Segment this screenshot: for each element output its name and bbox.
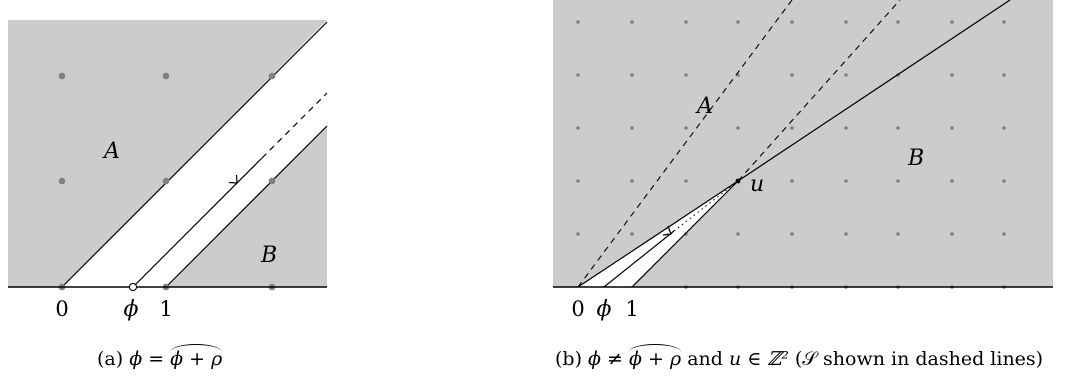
figure-b-arrow-icon: [662, 225, 672, 236]
figure-a-caption-tag: (a): [97, 348, 124, 370]
lattice-row: [576, 73, 1006, 77]
figure-a-region-b-label: B: [260, 243, 277, 268]
figure-b-caption-membership: u ∈ ℤ²: [728, 348, 789, 370]
figure-a-region-a-label: A: [102, 139, 120, 164]
figure-b-caption: (b) ϕ ≠ ϕ + ρ and u ∈ ℤ² (𝒮 shown in das…: [555, 344, 1043, 370]
figure-b-caption-connector: and: [687, 348, 723, 370]
lattice-point: [58, 72, 66, 80]
figure-b-tick-1: 1: [625, 297, 638, 321]
figure-b: A B u 0 ϕ 1: [553, 0, 1053, 322]
figure-canvas: A B 0 ϕ 1: [8, 0, 1053, 322]
lattice-point: [162, 72, 170, 80]
figure-b-caption-note: (𝒮 shown in dashed lines): [794, 348, 1044, 370]
figure-a-tick-1: 1: [159, 297, 172, 321]
lattice-point: [268, 177, 276, 185]
figure-b-point-u: [735, 178, 741, 184]
figure-a-arrow-icon: [228, 174, 238, 184]
figure-a: A B 0 ϕ 1: [8, 20, 328, 322]
figure-b-trajectory-dotted: [673, 180, 739, 232]
figure-a-phi-marker: [128, 282, 138, 292]
figure-b-boundary-lower: [577, 180, 739, 288]
figure-b-shaded-region: [553, 0, 1053, 287]
figure-b-caption-relation: ≠: [607, 348, 623, 370]
figure-a-trajectory-dashed: [261, 92, 328, 159]
figure-b-caption-lhs: ϕ: [588, 348, 601, 370]
lattice-row: [576, 179, 1006, 183]
figure-b-point-u-label: u: [750, 172, 764, 197]
figure-b-region-b-label: B: [907, 146, 924, 171]
figure-b-tick-phi: ϕ: [597, 297, 612, 322]
figure-b-boundary-right: [631, 180, 739, 288]
figure-b-s-line-through-u: [737, 0, 901, 182]
figure-b-tick-0: 0: [571, 297, 584, 321]
figure-a-caption-hat-expr: ϕ + ρ: [170, 344, 223, 370]
figure-a-tick-0: 0: [55, 297, 68, 321]
lattice-row: [576, 20, 1006, 24]
lattice-point: [268, 72, 276, 80]
figure-b-lattice-points: [576, 20, 1006, 289]
figure-a-boundary-left: [61, 21, 328, 288]
figure-b-region-a-label: A: [695, 94, 713, 119]
figure-b-trajectory-solid: [603, 230, 675, 288]
figure-b-caption-tag: (b): [555, 348, 582, 370]
figure-a-trajectory-solid: [132, 157, 263, 288]
lattice-row: [576, 232, 1006, 236]
figure-a-caption-lhs: ϕ: [129, 348, 143, 370]
figure-b-caption-hat-expr: ϕ + ρ: [629, 344, 682, 370]
figure-b-s-line-steep: [577, 0, 793, 288]
lattice-point: [162, 177, 170, 185]
figure-a-boundary-right: [165, 125, 328, 288]
figure-a-caption: (a) ϕ = ϕ + ρ: [97, 344, 223, 370]
figure-a-caption-relation: =: [148, 348, 165, 370]
figure-b-boundary-upper: [737, 0, 1011, 182]
lattice-point: [58, 177, 66, 185]
figure-a-lattice-points: [58, 72, 276, 291]
lattice-row: [576, 126, 1006, 130]
figure-a-tick-phi: ϕ: [124, 297, 139, 322]
